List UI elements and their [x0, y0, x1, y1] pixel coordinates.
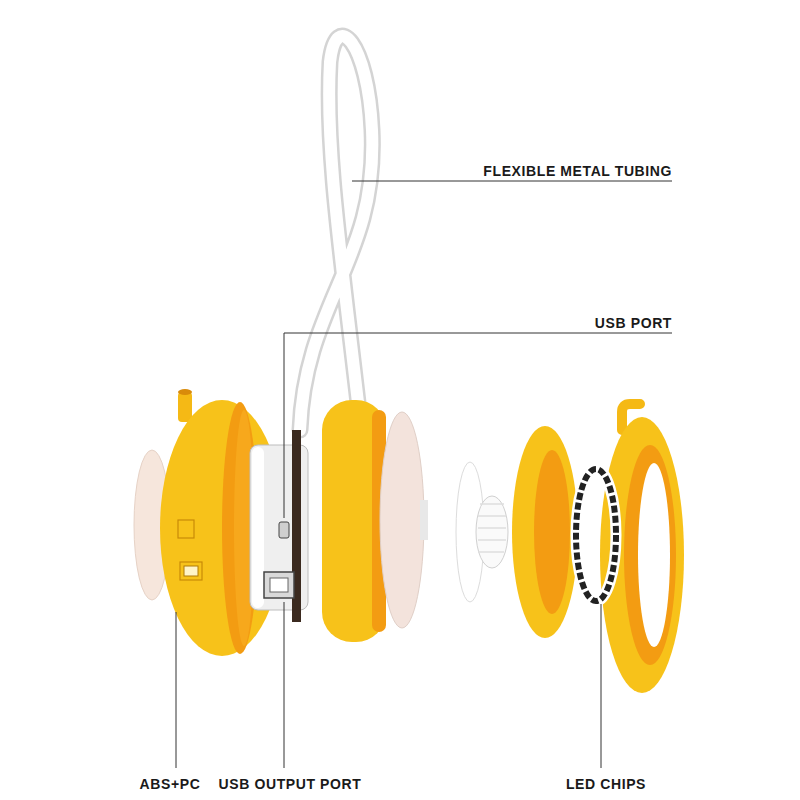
middle-shell: [322, 400, 386, 642]
leader-line: [352, 181, 672, 182]
leader-lines: [176, 181, 672, 768]
leader-line: [284, 333, 672, 518]
port-cutout: [178, 520, 194, 538]
usb-output-port: [264, 572, 294, 598]
front-ring-inner: [534, 450, 570, 614]
part-label: LED CHIPS: [566, 776, 646, 792]
part-label: USB OUTPUT PORT: [219, 776, 362, 792]
led-strip-base: [576, 469, 616, 601]
right-shell-rim: [624, 445, 676, 665]
disc-tab: [420, 500, 428, 540]
led-strip: [576, 469, 616, 601]
shell-nub: [178, 392, 192, 422]
tubing: [300, 36, 372, 430]
micro-usb-port: [279, 522, 289, 538]
right-shell-opening: [638, 463, 670, 647]
leader-line: [284, 602, 285, 768]
leader-line: [601, 604, 602, 768]
port-cutout: [184, 566, 198, 576]
usb-output-slot: [270, 578, 288, 592]
fan-ribs: [478, 504, 506, 552]
tubing-outline: [300, 36, 372, 430]
leader-line: [176, 612, 177, 768]
shell-nub-top: [178, 389, 192, 395]
front-ring: [512, 426, 578, 638]
inner-disc: [380, 412, 424, 628]
part-label: ABS+PC: [140, 776, 201, 792]
fan-hub: [476, 496, 508, 568]
part-label: FLEXIBLE METAL TUBING: [483, 163, 672, 179]
port-cutout: [180, 562, 202, 580]
battery-highlight: [252, 447, 264, 608]
part-label: USB PORT: [595, 315, 672, 331]
